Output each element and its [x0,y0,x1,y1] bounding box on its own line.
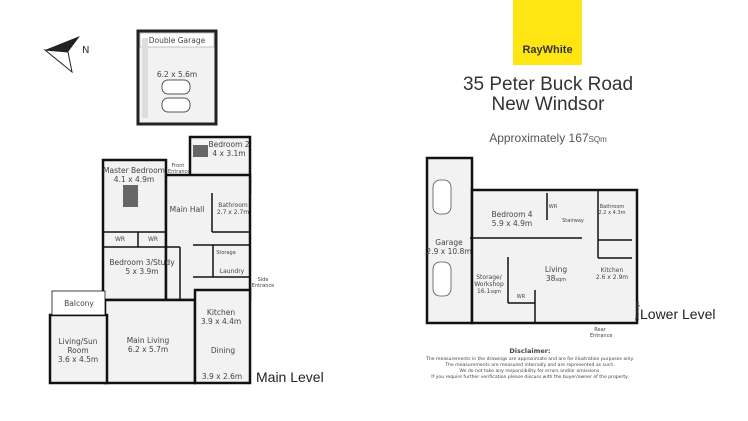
approx-area: Approximately 167SQm [489,131,607,145]
area-unit: SQm [588,135,607,144]
compass-label: N [82,45,90,56]
disclaimer-text: The measurements in the drawings are app… [426,357,634,381]
main-level-title: Main Level [256,369,324,385]
room-wr: WR [548,204,558,210]
stairway-label: Stairway [562,218,584,224]
room-wr-2: WR [147,236,159,243]
room-balcony: Balcony [64,299,94,308]
dining-size: 3.9 x 2.6m [201,372,243,381]
disclaimer-line: If you require further verification plea… [431,375,629,380]
front-entrance-label: Front Entrance [168,163,191,175]
room-main-hall: Main Hall [169,205,205,214]
address-line-2: New Windsor [491,94,605,115]
disclaimer-line: The measurements in the drawings are app… [426,357,634,362]
disclaimer-line: We do not take any responsibility for er… [459,369,601,374]
room-wr-1: WR [114,236,126,243]
disclaimer-line: The measurements are measured internally… [445,363,615,368]
rear-entrance-label: Rear Entrance [590,327,613,339]
room-wr-lower: WR [516,294,526,300]
garage-title: Double Garage [148,36,206,45]
double-garage-plan [136,29,218,126]
area-value: Approximately 167 [489,131,589,145]
north-arrow-icon [43,36,80,74]
disclaimer-title: Disclaimer: [509,347,551,355]
brand-name: RayWhite [522,44,573,56]
room-dining: Dining [210,346,236,355]
address-line-1: 35 Peter Buck Road [462,74,634,95]
garage-size: 6.2 x 5.6m [156,70,198,79]
room-laundry: Laundry [219,268,245,275]
ray-white-logo [513,0,582,65]
room-storage: Storage [216,250,236,256]
side-entrance-label: Side Entrance [251,277,275,289]
lower-level-title: Lower Level [640,306,716,322]
